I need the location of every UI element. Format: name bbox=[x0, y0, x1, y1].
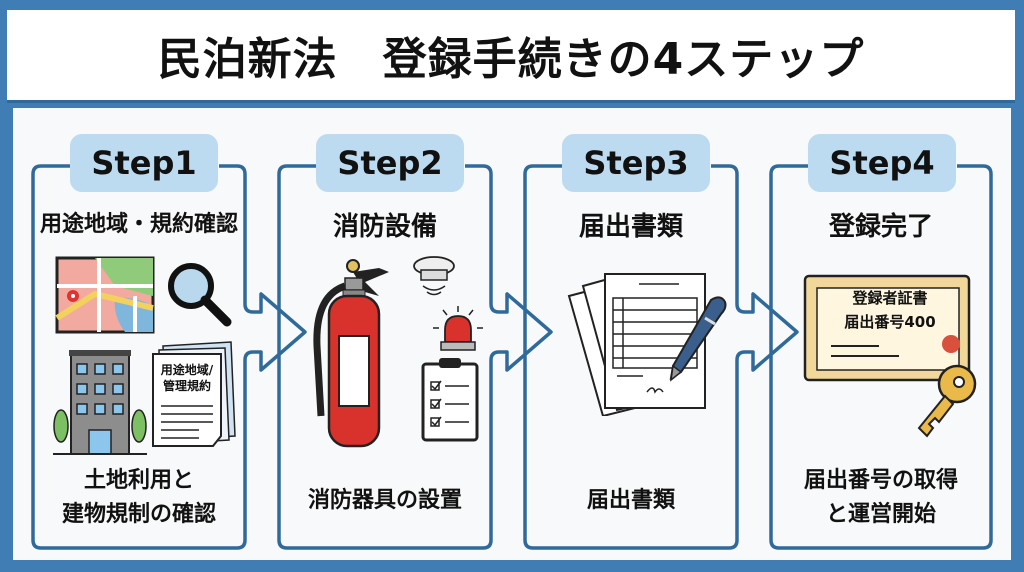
alarm-light-icon bbox=[433, 306, 483, 351]
step3-caption: 届出書類 bbox=[516, 484, 746, 518]
caption-line: 建物規制の確認 bbox=[61, 502, 216, 527]
title-bar: 民泊新法 登録手続きの4ステップ bbox=[7, 10, 1015, 103]
step4-caption: 届出番号の取得 と運営開始 bbox=[766, 464, 996, 532]
steps-panel: Step1 Step2 Step3 Step4 用途地域・規約確認 消防設備 届… bbox=[13, 108, 1011, 560]
checklist-icon bbox=[421, 358, 479, 442]
step4-heading: 登録完了 bbox=[828, 212, 933, 242]
step3-heading: 届出書類 bbox=[578, 212, 683, 242]
step3-frame bbox=[523, 164, 799, 550]
building-icon bbox=[53, 350, 147, 455]
smoke-detector-icon bbox=[413, 256, 455, 296]
certificate-icon bbox=[803, 274, 971, 382]
step4-tag: Step4 bbox=[808, 134, 956, 192]
step1-heading: 用途地域・規約確認 bbox=[39, 212, 238, 237]
step2-heading: 消防設備 bbox=[332, 212, 437, 242]
certificate-number: 届出番号400 bbox=[844, 313, 936, 331]
step2-tag: Step2 bbox=[316, 134, 464, 192]
step2-frame bbox=[277, 164, 553, 550]
certificate-label: 登録者証書 届出番号400 bbox=[823, 286, 957, 334]
caption-line: と運営開始 bbox=[825, 502, 936, 527]
fire-extinguisher-icon bbox=[313, 259, 389, 448]
magnifier-icon bbox=[168, 263, 232, 327]
certificate-title: 登録者証書 bbox=[852, 289, 928, 307]
document-label-line: 管理規約 bbox=[162, 379, 211, 393]
key-icon bbox=[917, 364, 977, 438]
step2-caption: 消防器具の設置 bbox=[270, 484, 500, 518]
caption-line: 届出番号の取得 bbox=[803, 468, 958, 493]
caption-line: 消防器具の設置 bbox=[307, 488, 462, 513]
caption-line: 土地利用と bbox=[83, 468, 194, 493]
step1-caption: 土地利用と 建物規制の確認 bbox=[24, 464, 254, 532]
step-frames bbox=[31, 164, 993, 550]
document-label-line: 用途地域/ bbox=[160, 363, 214, 377]
step3-tag: Step3 bbox=[562, 134, 710, 192]
map-icon bbox=[55, 256, 155, 334]
step1-frame bbox=[31, 164, 307, 550]
page-title: 民泊新法 登録手続きの4ステップ bbox=[157, 34, 865, 85]
step1-tag: Step1 bbox=[70, 134, 218, 192]
document-label: 用途地域/ 管理規約 bbox=[153, 362, 221, 394]
document-icon bbox=[152, 341, 236, 447]
caption-line: 届出書類 bbox=[586, 488, 675, 513]
step4-frame bbox=[769, 164, 993, 550]
pen-icon bbox=[669, 296, 727, 382]
